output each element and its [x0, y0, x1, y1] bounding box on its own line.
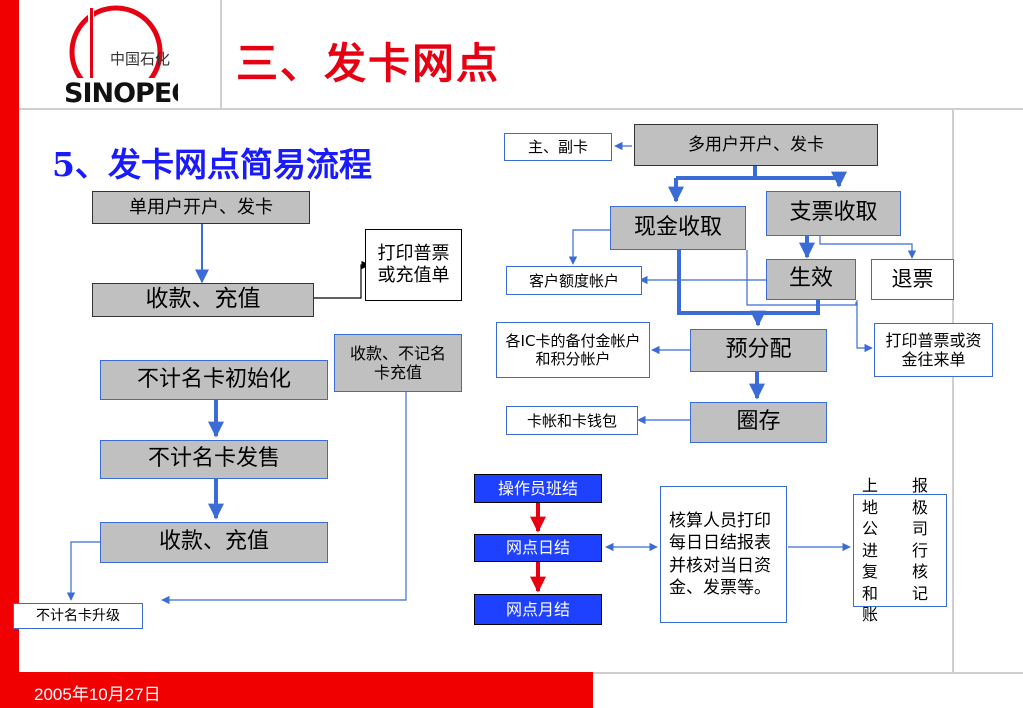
header-divider	[19, 108, 1023, 110]
print-invoice-funds-box: 打印普票或资金往来单	[874, 323, 993, 377]
preallocate-box: 预分配	[690, 329, 827, 372]
footer-divider	[593, 672, 1023, 674]
left-red-bar	[0, 0, 19, 708]
check-collection-box: 支票收取	[766, 191, 901, 236]
logo-divider	[220, 0, 222, 108]
logo-chinese-text: 中国石化	[110, 50, 170, 68]
section-subtitle: 5、发卡网点简易流程	[52, 145, 372, 184]
right-divider	[952, 108, 954, 672]
operator-shift-settlement-box: 操作员班结	[474, 474, 602, 503]
payment-recharge-box-2: 收款、充值	[100, 522, 328, 563]
unregistered-init-box: 不计名卡初始化	[100, 360, 328, 400]
effective-box: 生效	[766, 259, 856, 300]
multi-user-account-box: 多用户开户、发卡	[634, 124, 878, 166]
monthly-settlement-box: 网点月结	[474, 594, 602, 625]
page-title: 三、发卡网点	[236, 39, 501, 88]
report-review-box: 上报地极公司进行复核和记账	[853, 476, 947, 624]
logo-english-text: SINOPEC	[64, 78, 178, 106]
bottom-red-bar	[0, 672, 593, 708]
daily-settlement-box: 网点日结	[474, 534, 602, 562]
card-wallet-box: 卡帐和卡钱包	[506, 406, 638, 435]
main-sub-card-box: 主、副卡	[504, 133, 612, 161]
refund-box: 退票	[871, 259, 954, 300]
cash-collection-box: 现金收取	[610, 206, 746, 250]
sinopec-logo: 中国石化 SINOPEC	[58, 4, 191, 109]
single-user-account-box: 单用户开户、发卡	[92, 191, 310, 224]
footer-date: 2005年10月27日	[34, 685, 161, 704]
unregistered-upgrade-box: 不计名卡升级	[13, 603, 143, 629]
deposit-box: 圈存	[690, 402, 827, 443]
unregistered-recharge-box: 收款、不记名卡充值	[334, 334, 462, 392]
accountant-review-box: 核算人员打印每日日结报表并核对当日资金、发票等。	[660, 486, 787, 623]
payment-recharge-box: 收款、充值	[92, 283, 314, 317]
customer-quota-account-box: 客户额度帐户	[506, 266, 642, 295]
unregistered-sale-box: 不计名卡发售	[100, 440, 328, 479]
print-invoice-box: 打印普票或充值单	[365, 229, 462, 301]
ic-card-accounts-box: 各IC卡的备付金帐户和积分帐户	[496, 322, 650, 378]
